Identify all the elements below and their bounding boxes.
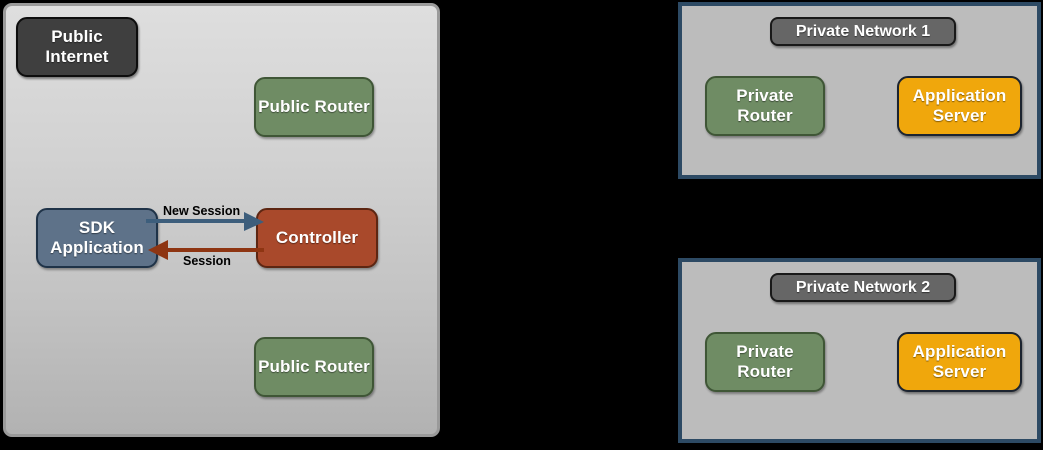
private-network-2-panel: Private Network 2 Private Router Applica… [678,258,1041,443]
private-network-1-title: Private Network 1 [770,17,956,46]
public-router-top-node[interactable]: Public Router [254,77,374,137]
private-network-1-panel: Private Network 1 Private Router Applica… [678,2,1041,179]
session-arrows [146,212,264,260]
session-arrow [148,240,264,260]
sdk-application-node[interactable]: SDK Application [36,208,158,268]
private-router-1-node[interactable]: Private Router [705,76,825,136]
private-network-2-title: Private Network 2 [770,273,956,302]
application-server-2-node[interactable]: Application Server [897,332,1022,392]
new-session-label: New Session [163,204,241,218]
session-label: Session [183,254,231,268]
application-server-1-node[interactable]: Application Server [897,76,1022,136]
public-router-bottom-node[interactable]: Public Router [254,337,374,397]
private-router-2-node[interactable]: Private Router [705,332,825,392]
public-internet-badge[interactable]: Public Internet [16,17,138,77]
new-session-arrow [146,212,264,231]
controller-node[interactable]: Controller [256,208,378,268]
public-network-panel: Public Internet Public Router SDK Applic… [3,3,440,437]
